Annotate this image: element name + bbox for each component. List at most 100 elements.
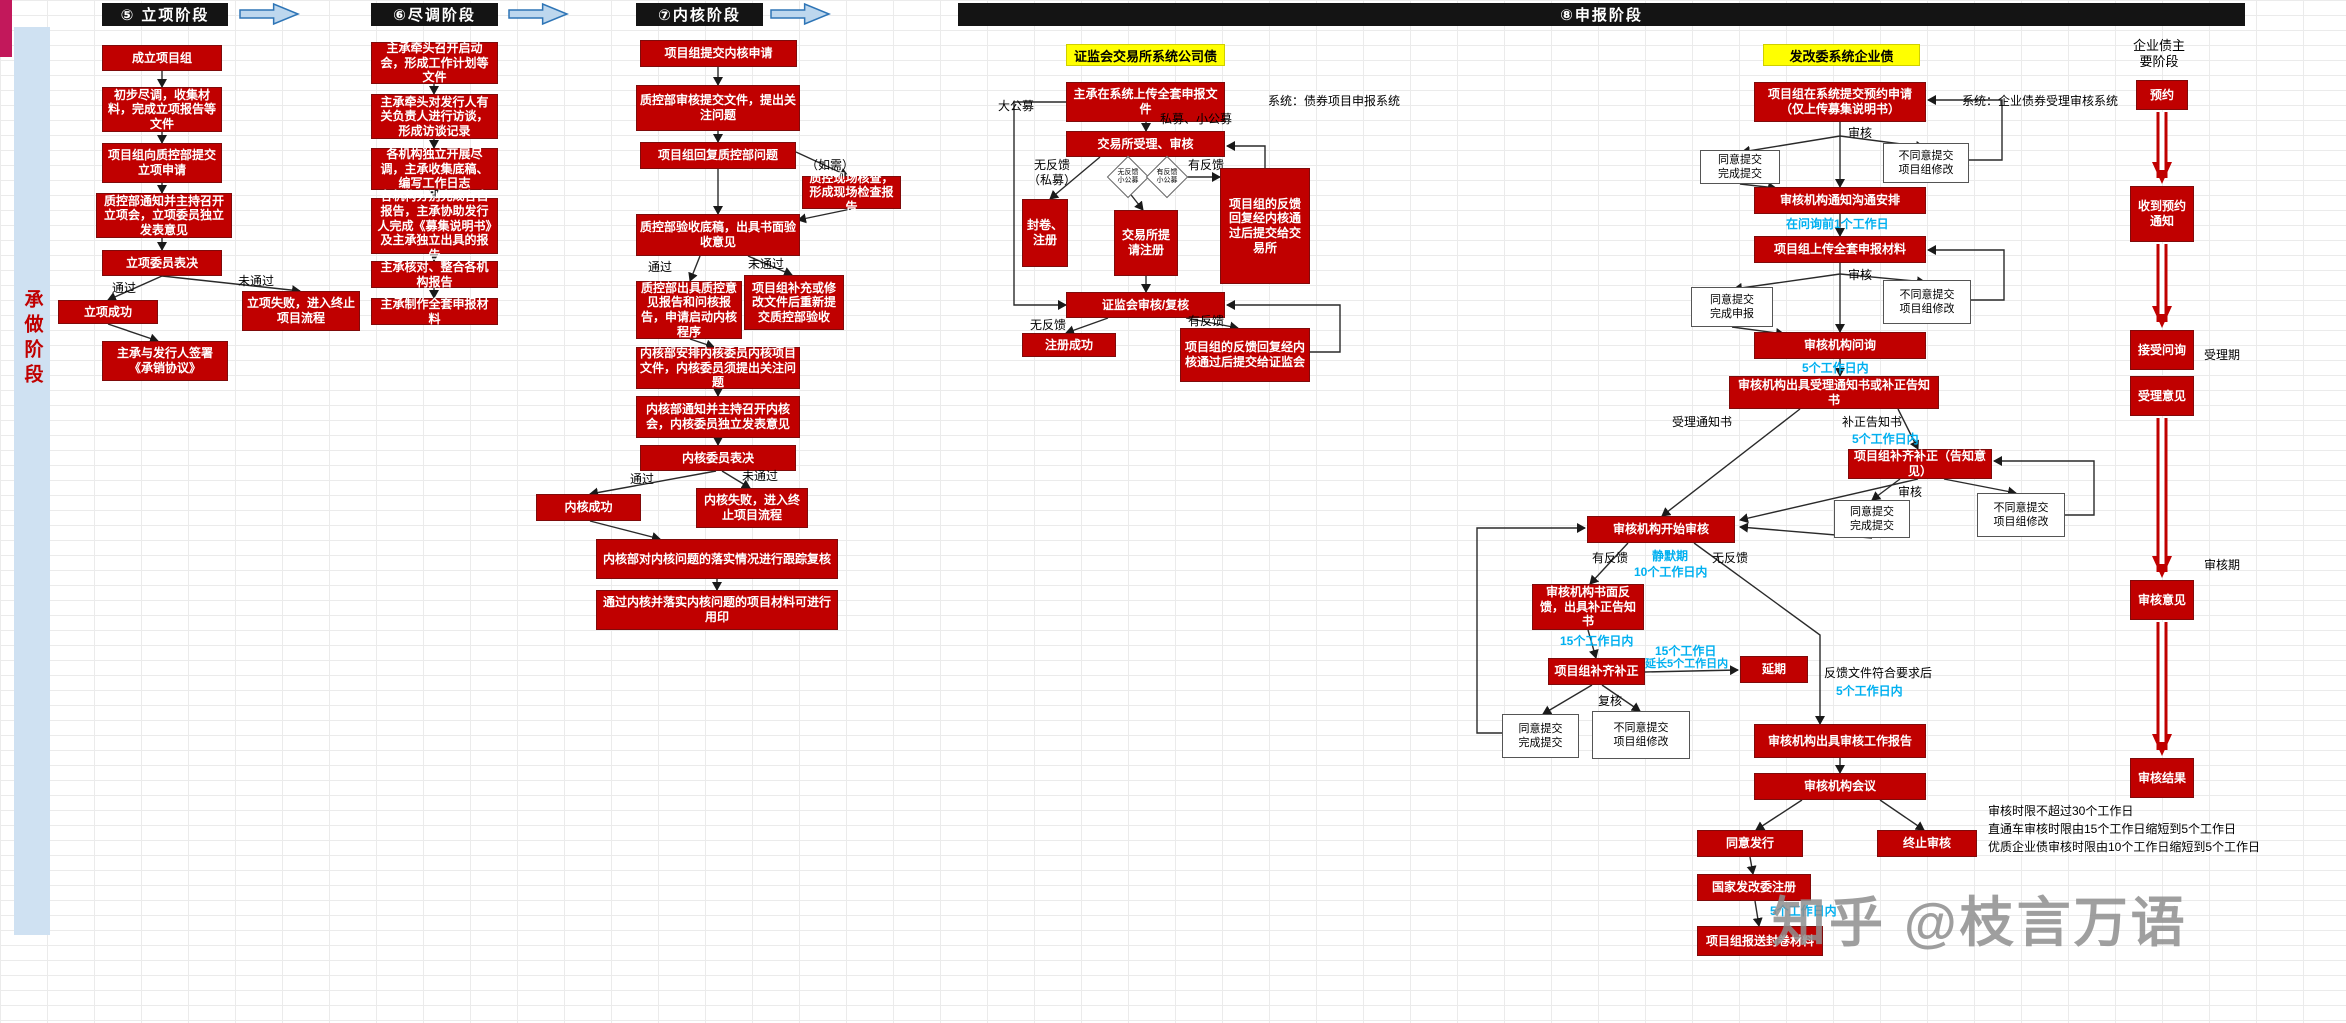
c1-7: 立项失败，进入终止项目流程 [242,291,360,331]
r5-text: 审核意见 [2137,592,2186,607]
c5-16-text: 国家发改委注册 [1711,880,1796,895]
w3a-text: 同意提交 完成提交 [1850,505,1894,532]
note-3: 优质企业债审核时限由10个工作日缩短到5个工作日 [1988,838,2260,855]
lbl-c3-fail2-text: 未通过 [742,469,779,483]
c3-4: 质控部验收底稿，出具书面验收意见 [636,214,800,256]
c5-3-text: 项目组上传全套申报材料 [1773,242,1906,257]
lbl-c1-pass-text: 通过 [112,281,137,295]
c4-3-text: 证监会审核/复核 [1101,297,1190,312]
w2a: 同意提交 完成申报 [1691,287,1773,327]
cyan-15b-text: 15个工作日 [1655,644,1717,658]
cyan-10d: 10个工作日内 [1634,565,1707,579]
w1a-text: 同意提交 完成提交 [1718,153,1762,180]
note-2: 直通车审核时限由15个工作日缩短到5个工作日 [1988,820,2236,837]
note-3-text: 优质企业债审核时限由10个工作日缩短到5个工作日 [1988,840,2261,854]
w2b-text: 不同意提交 项目组修改 [1899,288,1955,315]
lbl-yfk1: 有反馈 [1188,158,1224,173]
note-1: 审核时限不超过30个工作日 [1988,802,2133,819]
w2a-text: 同意提交 完成申报 [1710,293,1754,320]
c1-2: 初步尽调，收集材料，完成立项报告等文件 [102,87,222,132]
c3-7: 内核部通知并主持召开内核会，内核委员独立发表意见 [636,396,800,438]
c2-2-text: 主承牵头对发行人有关负责人进行访谈，形成访谈记录 [380,94,489,138]
top-left-tab-strip [0,0,12,57]
w4b-text: 不同意提交 项目组修改 [1613,721,1669,748]
w1b: 不同意提交 项目组修改 [1883,143,1969,183]
cyan-5c: 5个工作日内 [1836,684,1903,698]
r6: 审核结果 [2130,758,2194,798]
lbl-yfk1-text: 有反馈 [1188,158,1225,172]
c3-1: 项目组提交内核申请 [640,40,797,67]
lbl-fuhe-text: 复核 [1598,694,1623,708]
lbl-dagongmu: 大公募 [998,99,1034,114]
lbl-wfk3: 无反馈 [1712,551,1748,566]
c4-tiqing: 交易所提请注册 [1114,210,1178,276]
phase-1: ⑤ 立项阶段 [102,3,228,26]
lbl-shoulitzs-text: 受理通知书 [1672,415,1733,429]
c1-8: 主承与发行人签署《承销协议》 [102,341,228,381]
phase-2: ⑥尽调阶段 [371,3,498,26]
c3-3-text: 项目组回复质控部问题 [657,148,778,163]
c2-3-text: 各机构独立开展尽调，主承收集底稿、编写工作日志 [380,147,489,191]
c3-b1-text: 质控现场核查，形成现场检查报告 [809,170,894,214]
lbl-dagongmu-text: 大公募 [998,99,1035,113]
yellow-ndrc-text: 发改委系统企业债 [1789,48,1894,64]
c2-4-text: 各机构分别完成各自报告，主承协助发行人完成《募集说明书》及主承独立出具的报告 [377,189,492,262]
c3-b2: 项目组补充或修改文件后重新提交质控部验收 [744,275,844,330]
sidebar-phase-label: 承做阶段 [21,289,43,389]
r6-text: 审核结果 [2137,770,2186,785]
yellow-csrc: 证监会交易所系统公司债 [1066,44,1225,66]
lbl-shenheqi-text: 审核期 [2204,558,2241,572]
cyan-5c-text: 5个工作日内 [1836,684,1903,698]
phase-4: ⑧申报阶段 [958,3,2245,26]
yellow-ndrc: 发改委系统企业债 [1763,44,1920,66]
c4-fb-zjh-text: 项目组的反馈回复经内核通过后提交给证监会 [1184,340,1305,369]
r4-text: 受理意见 [2137,388,2186,403]
w1b-text: 不同意提交 项目组修改 [1898,149,1954,176]
c4-2: 交易所受理、审核 [1066,131,1225,157]
c4-tiqing-text: 交易所提请注册 [1121,228,1170,257]
c5-17: 项目组报送封卷材料 [1697,926,1823,956]
cyan-3-text: 5个工作日内 [1852,432,1919,446]
lbl-shenhe1-text: 审核 [1848,126,1873,140]
c5-yanqi-text: 延期 [1761,662,1786,677]
c1-1: 成立项目组 [102,45,222,71]
c4-1-text: 主承在系统上传全套申报文件 [1073,87,1218,116]
lbl-shenheqi: 审核期 [2204,558,2240,573]
c3-6-text: 内核部安排内核委员内核项目文件，内核委员须提出关注问题 [640,346,797,390]
lbl-wfk3-text: 无反馈 [1712,551,1749,565]
r3-text: 接受问询 [2137,342,2186,357]
lbl-c3-pass2-text: 通过 [630,472,655,486]
r2: 收到预约通知 [2130,186,2194,242]
lbl-fankuiwj: 反馈文件符合要求后 [1824,666,1932,681]
r4: 受理意见 [2130,376,2194,416]
lbl-sys1-text: 系统：债券项目申报系统 [1268,94,1401,108]
d2-text: 有反馈 小公募 [1156,168,1178,184]
w4b: 不同意提交 项目组修改 [1592,711,1690,759]
c3-10: 内核失败，进入终止项目流程 [696,488,808,528]
lbl-c3-fail1: 未通过 [748,257,784,272]
phase-2-text: ⑥尽调阶段 [393,7,476,24]
c2-4: 各机构分别完成各自报告，主承协助发行人完成《募集说明书》及主承独立出具的报告 [371,189,498,262]
r1-text: 预约 [2149,87,2174,102]
c4-fb-zjh: 项目组的反馈回复经内核通过后提交给证监会 [1180,328,1310,382]
c5-13-text: 审核机构会议 [1803,779,1876,794]
c3-11-text: 内核部对内核问题的落实情况进行跟踪复核 [602,551,831,566]
lbl-shouliqi: 受理期 [2204,348,2240,363]
cyan-3: 5个工作日内 [1852,432,1919,446]
w3b-text: 不同意提交 项目组修改 [1993,501,2049,528]
c3-12-text: 通过内核并落实内核问题的项目材料可进行用印 [602,595,831,624]
lbl-shoulitzs: 受理通知书 [1672,415,1732,430]
cyan-2-text: 5个工作日内 [1802,361,1869,375]
lbl-sys2-text: 系统：企业债券受理审核系统 [1962,94,2119,108]
cyan-yanchang-text: 延长5个工作日内 [1645,658,1729,670]
c2-2: 主承牵头对发行人有关负责人进行访谈，形成访谈记录 [371,94,498,139]
cyan-5d: 5个工作日内 [1770,904,1837,918]
r3: 接受问询 [2130,330,2194,370]
cyan-15d-text: 15个工作日内 [1560,634,1634,648]
c1-1-text: 成立项目组 [131,50,192,65]
c1-7-text: 立项失败，进入终止项目流程 [246,296,355,325]
c5-4-text: 审核机构问询 [1803,338,1876,353]
c5-17-text: 项目组报送封卷材料 [1705,933,1814,948]
c1-6: 立项成功 [58,300,158,324]
